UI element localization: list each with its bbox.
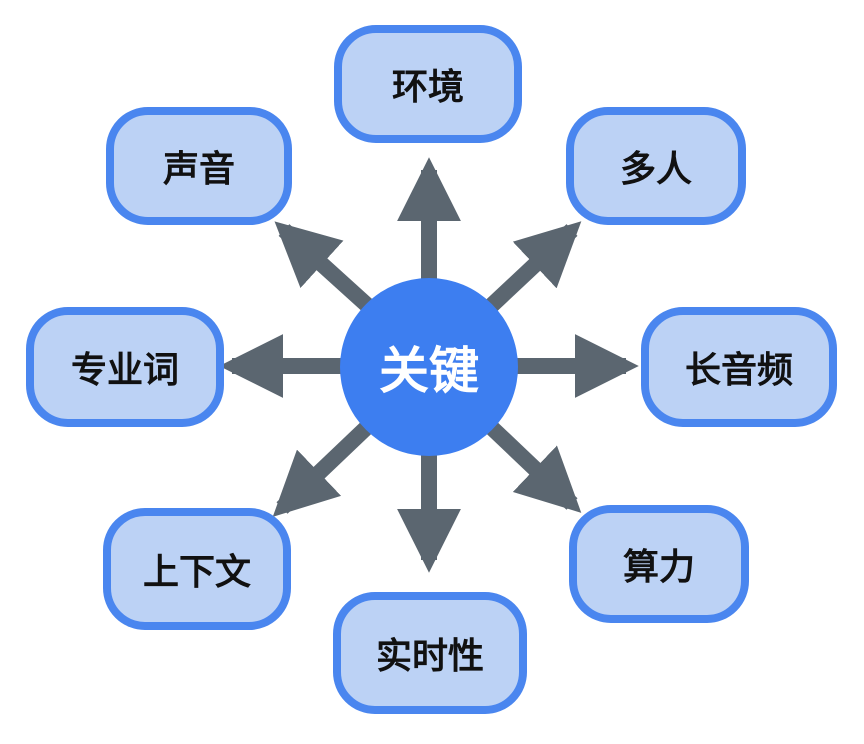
center-hub: 关键: [340, 278, 518, 456]
node-context-label: 上下文: [142, 552, 251, 593]
center-label: 关键: [379, 342, 479, 400]
arrow-up-left: [274, 221, 374, 312]
node-sound: 声音: [106, 107, 292, 225]
node-environment: 环境: [334, 25, 522, 143]
node-compute-label: 算力: [622, 547, 695, 588]
node-context: 上下文: [103, 508, 291, 630]
node-terminology: 专业词: [26, 307, 224, 427]
node-multi-speaker: 多人: [566, 107, 746, 225]
node-sound-label: 声音: [162, 149, 235, 190]
node-terminology-label: 专业词: [70, 350, 179, 391]
node-long-audio: 长音频: [641, 307, 837, 427]
node-realtime: 实时性: [333, 592, 527, 714]
node-compute: 算力: [569, 505, 749, 623]
arrow-up-right: [485, 221, 582, 312]
arrow-down-right: [486, 422, 582, 513]
node-multi-speaker-label: 多人: [619, 149, 692, 190]
node-realtime-label: 实时性: [375, 636, 484, 677]
arrow-down-left: [272, 422, 372, 517]
node-environment-label: 环境: [391, 67, 464, 108]
node-long-audio-label: 长音频: [684, 350, 793, 391]
